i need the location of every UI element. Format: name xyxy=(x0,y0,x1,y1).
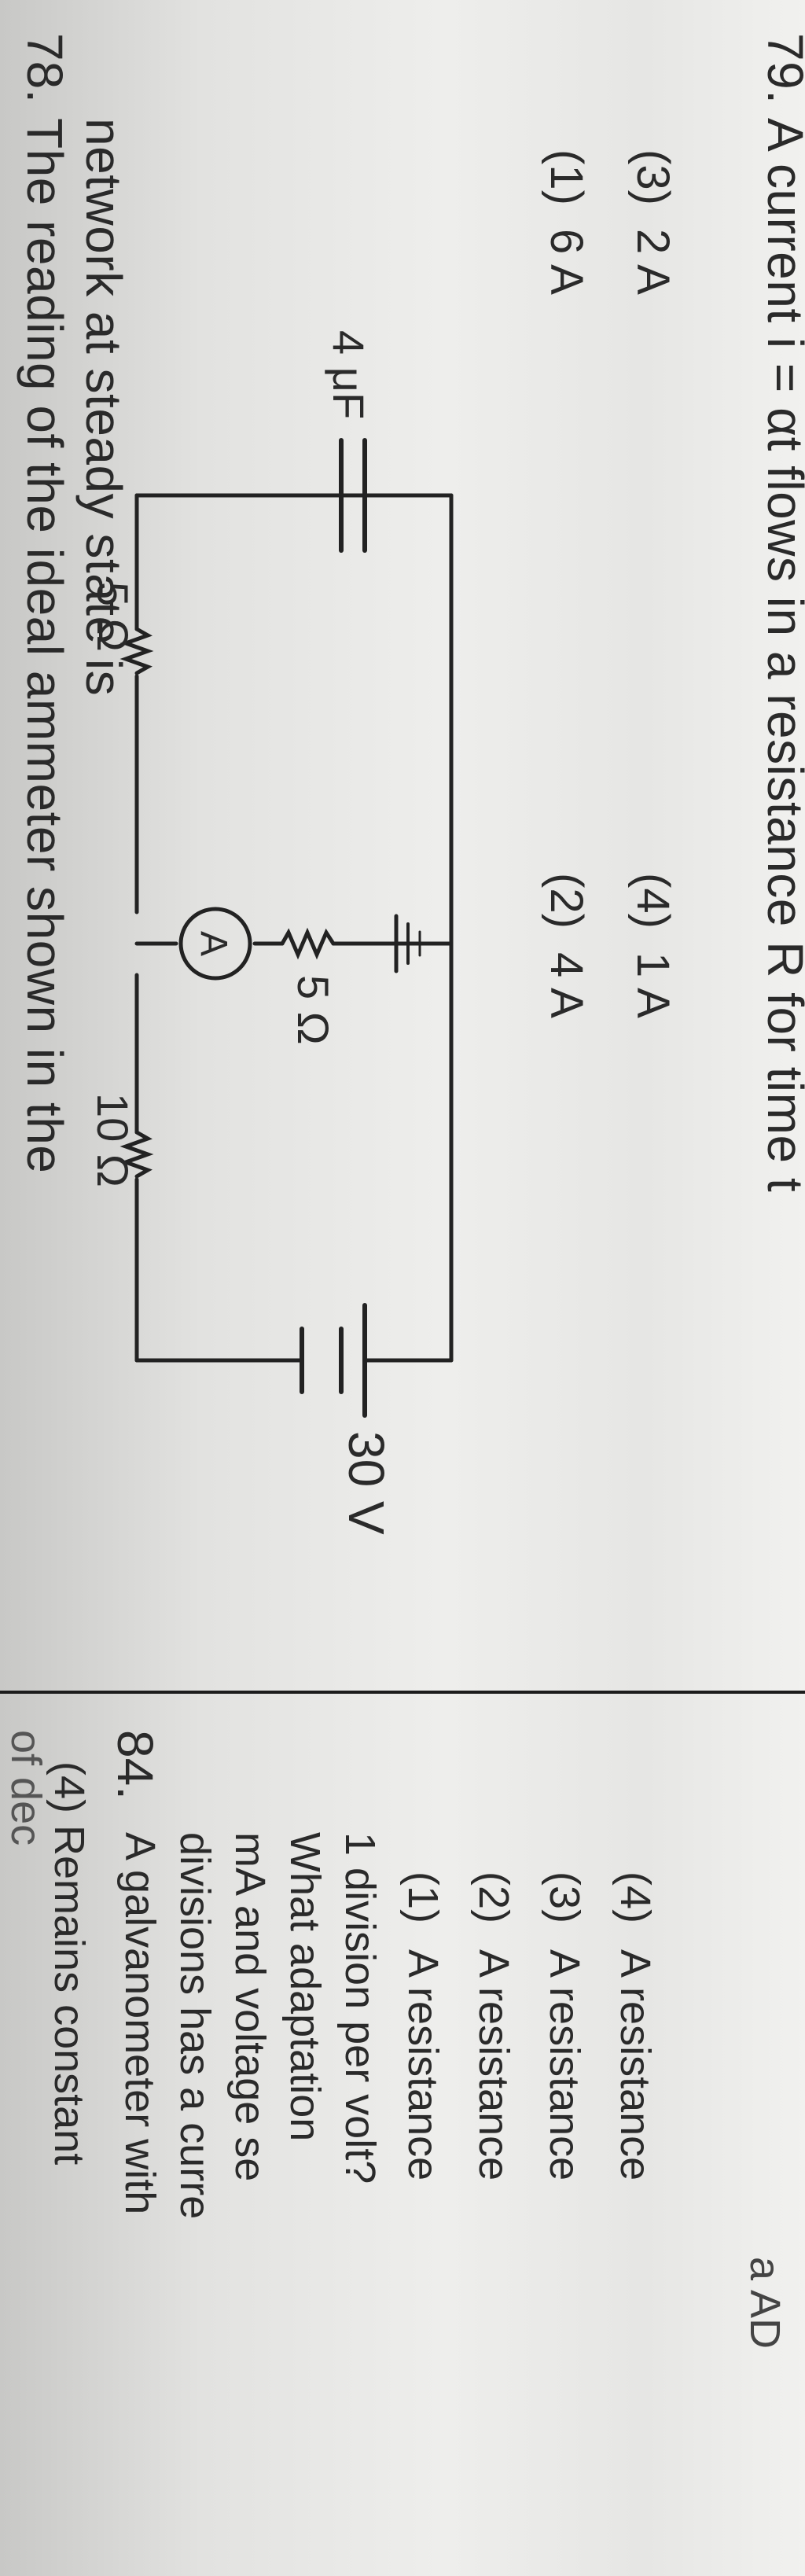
q84-number: 84. xyxy=(107,1730,164,1800)
battery-label: 30 V xyxy=(338,1431,395,1535)
q84-option-2[interactable]: (2) A resistance xyxy=(469,1871,518,2180)
resistor-r1 xyxy=(119,627,154,675)
option-text: 4 A xyxy=(541,952,592,1018)
q78-option-1[interactable]: (1) 6 A xyxy=(540,149,593,295)
q78-option-2[interactable]: (2) 4 A xyxy=(540,873,593,1018)
ammeter-circle xyxy=(178,907,252,981)
r3-label: 5 Ω xyxy=(289,975,338,1045)
option-text: 6 A xyxy=(541,229,592,295)
option-text: A resistance xyxy=(612,1949,659,2181)
q84-text-line4: What adaptation xyxy=(281,1832,329,2142)
option-text: 2 A xyxy=(627,229,678,295)
option-text: A resistance xyxy=(399,1949,447,2181)
option-text: 1 A xyxy=(627,952,678,1018)
q78-circuit-diagram: A 4 μF 5 Ω 10 Ω 5 Ω 30 V xyxy=(88,330,454,1535)
ammeter-symbol: A xyxy=(193,931,234,956)
q79-text-line1: A current i = αt flows in a resistance R… xyxy=(757,118,805,1192)
q84-text-line3: mA and voltage se xyxy=(226,1832,274,2182)
option-number: (2) xyxy=(541,873,592,929)
q79-number: 79. xyxy=(757,33,805,105)
option-text: A resistance xyxy=(541,1949,588,2181)
r2-label: 10 Ω xyxy=(88,1093,138,1187)
option-number: (4) xyxy=(627,873,678,929)
right-prev-option: (4) Remains constant xyxy=(46,1761,93,2166)
option-number: (3) xyxy=(541,1871,588,1923)
right-bottom-fragment: a AD xyxy=(741,2257,788,2350)
q84-text-line5: 1 division per volt? xyxy=(336,1832,384,2184)
option-number: (4) xyxy=(612,1871,659,1923)
option-number: (3) xyxy=(627,149,678,205)
r1-label: 5 Ω xyxy=(88,582,138,652)
q84-option-1[interactable]: (1) A resistance xyxy=(399,1871,447,2180)
option-number: (2) xyxy=(470,1871,517,1923)
q84-option-4[interactable]: (4) A resistance xyxy=(611,1871,660,2180)
q84-text-line2: divisions has a curre xyxy=(171,1832,219,2220)
right-top-fragment: of dec xyxy=(2,1730,50,1846)
column-divider xyxy=(0,1691,805,1694)
q78-option-4[interactable]: (4) 1 A xyxy=(627,873,679,1018)
q84-option-3[interactable]: (3) A resistance xyxy=(540,1871,589,2180)
q84-text-line1: A galvanometer with xyxy=(116,1832,164,2215)
resistor-r3 xyxy=(280,927,336,960)
q78-option-3[interactable]: (3) 2 A xyxy=(627,149,679,295)
option-text: A resistance xyxy=(470,1949,517,2181)
capacitor-label: 4 μF xyxy=(324,330,373,419)
resistor-r2 xyxy=(119,1130,154,1179)
option-number: (1) xyxy=(399,1871,447,1923)
option-number: (1) xyxy=(541,149,592,205)
